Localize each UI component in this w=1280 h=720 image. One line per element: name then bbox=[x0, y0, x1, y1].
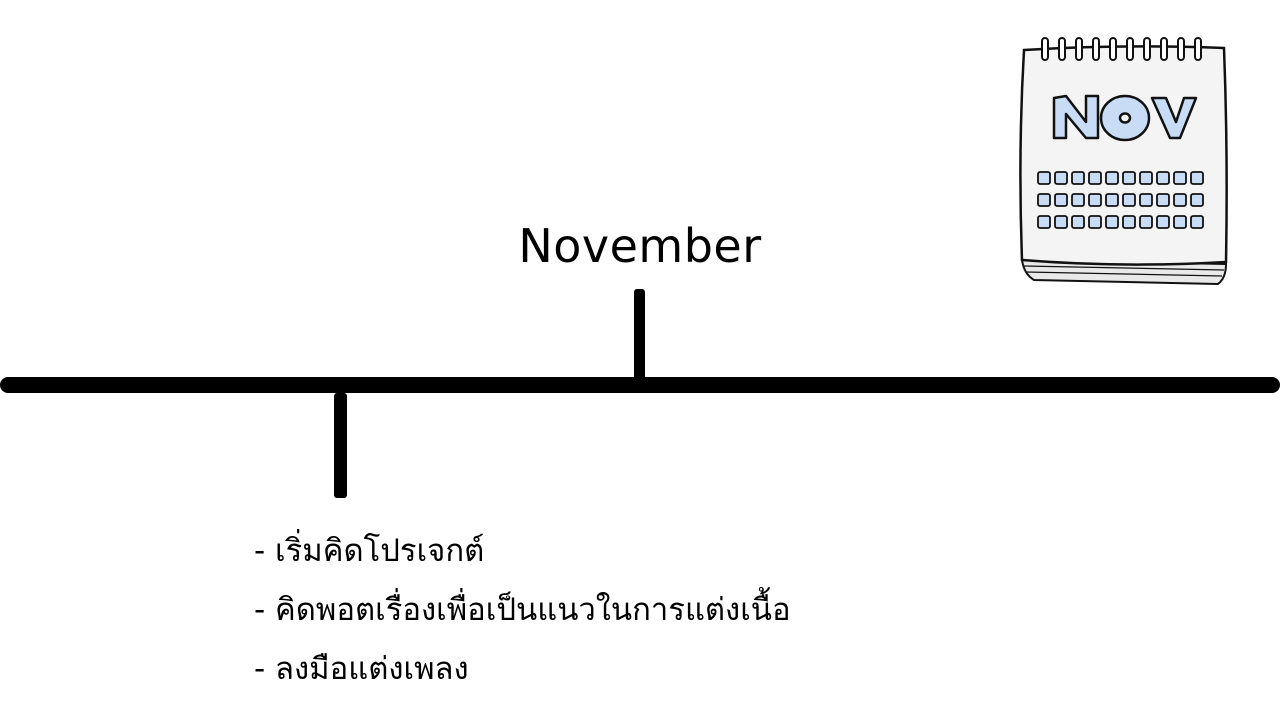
spiral-ring bbox=[1058, 37, 1066, 61]
nov-lettering bbox=[1052, 94, 1198, 142]
calendar-day-cell bbox=[1173, 215, 1187, 229]
calendar-day-cell bbox=[1071, 215, 1085, 229]
month-label: November bbox=[518, 219, 762, 273]
spiral-ring bbox=[1126, 37, 1134, 61]
calendar-day-cell bbox=[1105, 193, 1119, 207]
timeline-tick-november bbox=[634, 289, 645, 381]
calendar-day-cell bbox=[1054, 171, 1068, 185]
calendar-day-cell bbox=[1122, 193, 1136, 207]
calendar-day-cell bbox=[1190, 193, 1204, 207]
timeline-item: - คิดพอตเรื่องเพื่อเป็นแนวในการแต่งเนื้อ bbox=[254, 592, 791, 628]
spiral-ring bbox=[1160, 37, 1168, 61]
spiral-ring bbox=[1092, 37, 1100, 61]
spiral-ring bbox=[1109, 37, 1117, 61]
timeline-item: - เริ่มคิดโปรเจกต์ bbox=[254, 533, 485, 569]
calendar-day-cell bbox=[1054, 215, 1068, 229]
calendar-day-cell bbox=[1071, 171, 1085, 185]
calendar-day-cell bbox=[1139, 215, 1153, 229]
calendar-day-cell bbox=[1105, 215, 1119, 229]
calendar-day-cell bbox=[1122, 171, 1136, 185]
spiral-ring bbox=[1041, 37, 1049, 61]
calendar-day-cell bbox=[1173, 171, 1187, 185]
spiral-ring bbox=[1143, 37, 1151, 61]
calendar-day-cell bbox=[1037, 215, 1051, 229]
spiral-ring bbox=[1194, 37, 1202, 61]
timeline-item-list: - เริ่มคิดโปรเจกต์ - คิดพอตเรื่องเพื่อเป… bbox=[254, 522, 791, 699]
calendar-day-cell bbox=[1037, 171, 1051, 185]
calendar-day-cell bbox=[1088, 171, 1102, 185]
calendar-day-cell bbox=[1156, 171, 1170, 185]
calendar-day-cell bbox=[1139, 193, 1153, 207]
calendar-day-cell bbox=[1156, 193, 1170, 207]
calendar-day-cell bbox=[1122, 215, 1136, 229]
spiral-ring bbox=[1075, 37, 1083, 61]
calendar-day-cell bbox=[1071, 193, 1085, 207]
spiral-ring bbox=[1177, 37, 1185, 61]
calendar-day-cell bbox=[1190, 171, 1204, 185]
calendar-day-cell bbox=[1037, 193, 1051, 207]
calendar-day-cell bbox=[1173, 193, 1187, 207]
calendar-day-cell bbox=[1054, 193, 1068, 207]
calendar-icon bbox=[1019, 37, 1228, 286]
calendar-day-cell bbox=[1190, 215, 1204, 229]
calendar-day-cell bbox=[1088, 215, 1102, 229]
calendar-day-cell bbox=[1088, 193, 1102, 207]
timeline-tick-start bbox=[334, 393, 347, 498]
timeline-item: - ลงมือแต่งเพลง bbox=[254, 651, 469, 687]
calendar-day-cell bbox=[1139, 171, 1153, 185]
calendar-day-cell bbox=[1105, 171, 1119, 185]
timeline-axis bbox=[0, 377, 1280, 393]
calendar-day-cell bbox=[1156, 215, 1170, 229]
